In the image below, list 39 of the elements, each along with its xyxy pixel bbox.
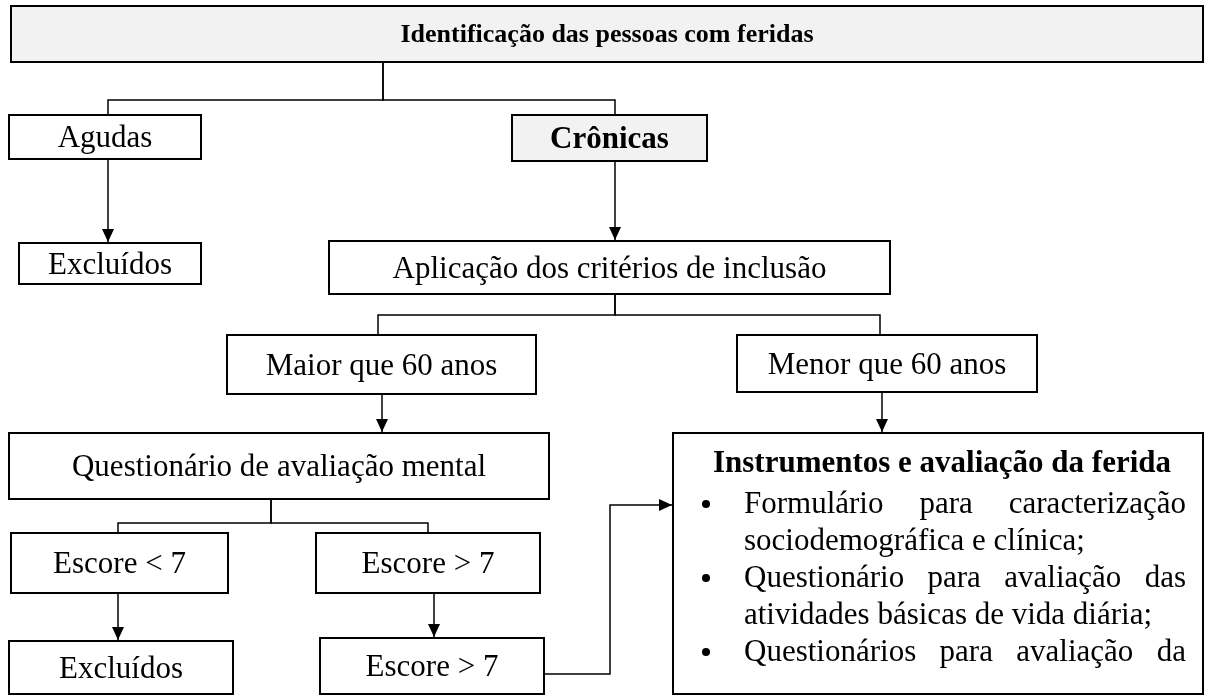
process-box xyxy=(226,334,537,395)
box-label: Escore > 7 xyxy=(364,647,500,685)
arrow xyxy=(112,593,124,641)
connector-line xyxy=(382,62,616,115)
box-label: Aplicação dos critérios de inclusão xyxy=(391,248,828,287)
box-label: Maior que 60 anos xyxy=(264,345,499,384)
process-box xyxy=(319,637,545,695)
arrow xyxy=(876,392,888,433)
arrow xyxy=(609,161,621,241)
arrow xyxy=(544,499,673,675)
process-box xyxy=(736,334,1038,393)
process-box xyxy=(8,640,234,695)
process-box xyxy=(10,5,1204,63)
box-label: Escore > 7 xyxy=(360,544,496,582)
connector-line xyxy=(614,294,881,335)
list-item-text: Questionário para avaliação das atividades básicas de vida diária; xyxy=(744,558,1186,633)
connector-line xyxy=(270,499,429,533)
process-box xyxy=(10,532,229,594)
process-box xyxy=(328,240,891,295)
box-label: Identificação das pessoas com feridas xyxy=(399,18,815,50)
arrow xyxy=(102,159,114,243)
box-label: Menor que 60 anos xyxy=(766,344,1008,383)
list-item-text: Questionários para avaliação da xyxy=(744,632,1186,670)
arrow xyxy=(428,593,440,638)
box-label: Excluídos xyxy=(58,648,184,687)
box-label: Escore < 7 xyxy=(52,544,187,582)
list-box xyxy=(672,432,1204,695)
process-box xyxy=(8,432,550,500)
process-box xyxy=(8,114,202,160)
box-label: Agudas xyxy=(56,118,154,156)
box-label: Excluídos xyxy=(47,244,173,283)
process-box xyxy=(18,242,202,285)
box-heading: Instrumentos e avaliação da ferida xyxy=(711,443,1173,481)
list-item-text: Formulário para caracterização sociodemográfica e clínica; xyxy=(744,484,1186,559)
process-box xyxy=(511,114,708,162)
process-box xyxy=(315,532,541,594)
box-label: Crônicas xyxy=(549,119,670,157)
arrow xyxy=(376,394,388,433)
box-label: Questionário de avaliação mental xyxy=(71,447,487,485)
